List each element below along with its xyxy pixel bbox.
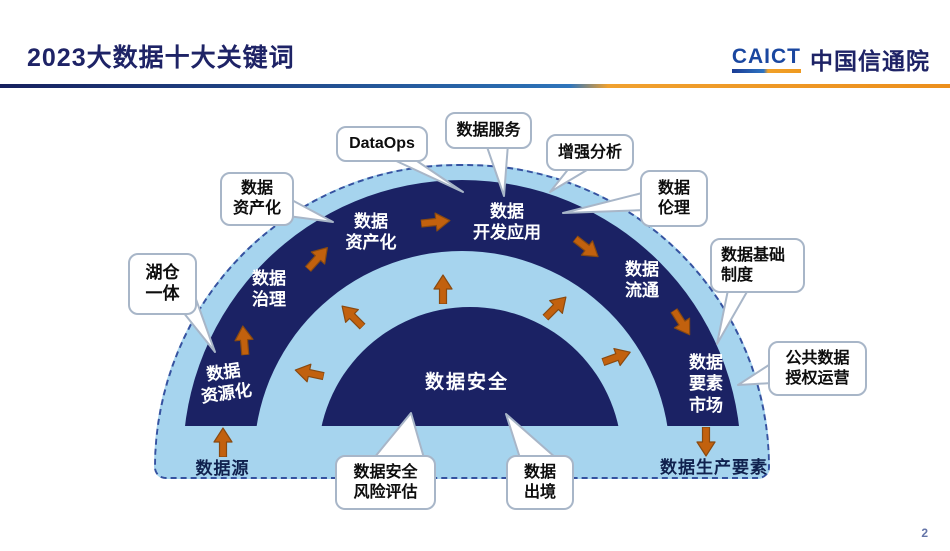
caict-logo-mark: CAICT: [731, 44, 801, 73]
ring-flow-arrow: [572, 235, 599, 258]
page-title: 2023大数据十大关键词: [27, 44, 295, 72]
caict-org-name: 中国信通院: [810, 48, 930, 74]
label-data-source: 数据源: [195, 459, 250, 478]
security-support-arrow: [341, 305, 366, 330]
center-label-data-security: 数据安全: [424, 372, 509, 393]
callout-data-security-risk-assessment: 数据安全 风险评估: [335, 455, 436, 510]
output-arrow: [696, 427, 716, 457]
callout-data-capitalization: 数据 资产化: [220, 172, 294, 226]
ring-label-data-element-market: 数据 要素 市场: [689, 353, 723, 415]
security-support-arrow: [542, 296, 567, 321]
caict-logo-underline: [731, 68, 801, 73]
ring-label-data-circulation: 数据 流通: [625, 260, 659, 301]
callout-cross-border-data: 数据 出境: [506, 455, 574, 510]
caict-logo: CAICT 中国信通院: [731, 42, 930, 76]
ring-label-data-development-application: 数据 开发应用: [473, 202, 541, 243]
callout-data-basic-system: 数据基础 制度: [710, 238, 805, 293]
ring-flow-arrow: [304, 246, 328, 273]
page-number: 2: [921, 526, 928, 540]
ring-label-data-governance: 数据 治理: [252, 269, 286, 310]
label-data-production-factor: 数据生产要素: [660, 458, 768, 477]
ring-flow-arrow: [420, 212, 451, 232]
security-support-arrow: [601, 347, 631, 367]
callout-dataops: DataOps: [336, 126, 428, 162]
security-support-arrow: [433, 274, 453, 304]
callout-data-service: 数据服务: [445, 112, 532, 149]
ring-label-data-capitalization: 数据 资产化: [345, 212, 397, 253]
callout-public-data-authorized-operation: 公共数据 授权运营: [768, 341, 867, 396]
header-divider: [0, 84, 950, 88]
callout-data-ethics: 数据 伦理: [640, 170, 708, 227]
caict-logo-text: CAICT: [731, 44, 801, 68]
ring-flow-arrow: [234, 325, 254, 356]
callout-lakehouse: 湖仓 一体: [128, 253, 197, 315]
source-input-arrow: [213, 427, 233, 457]
ring-flow-arrow: [670, 307, 691, 336]
security-support-arrow: [294, 363, 325, 383]
callout-augmented-analytics: 增强分析: [546, 134, 634, 171]
base-strip: [156, 426, 768, 477]
